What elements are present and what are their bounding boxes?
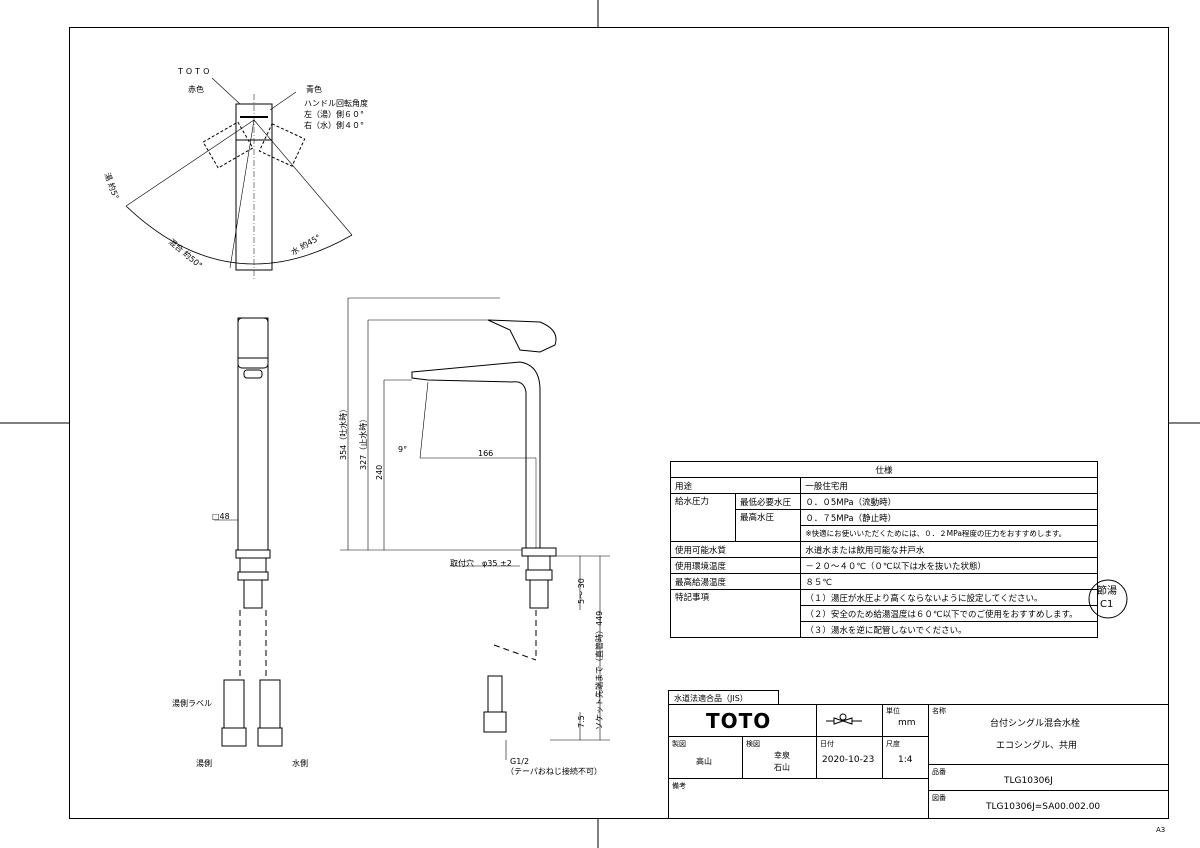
scale-value: 1:4 bbox=[898, 755, 913, 765]
dim-449: ソケット先端まで（直管時）449 bbox=[595, 610, 604, 730]
drawing-number: TLG10306J=SA00.002.00 bbox=[986, 802, 1101, 812]
spec-value: 水道水または飲用可能な井戸水 bbox=[800, 541, 1098, 558]
checked-label: 検図 bbox=[746, 740, 760, 748]
checked-by-1: 幸泉 bbox=[774, 751, 790, 760]
spec-title: 仕様 bbox=[670, 461, 1098, 478]
spec-value: ※快適にお使いいただくためには、０．２MPa程度の圧力をおすすめします。 bbox=[800, 525, 1098, 542]
unit-label: 単位 bbox=[886, 707, 900, 715]
red-label: 赤色 bbox=[188, 85, 204, 94]
dim-327: 327（止水時） bbox=[359, 414, 368, 470]
part-number: TLG10306J bbox=[1004, 776, 1053, 786]
mount-hole: 取付穴 φ35 ±2 bbox=[450, 559, 512, 568]
square-size: □48 bbox=[212, 512, 230, 521]
dim-240: 240 bbox=[375, 464, 384, 480]
scale-label: 尺度 bbox=[886, 740, 900, 748]
rotation-left: 左（湯）側６０° bbox=[304, 110, 364, 119]
dim-7-5: 7.5 bbox=[577, 715, 586, 728]
sheet-size: A3 bbox=[1156, 826, 1166, 834]
spec-label: 使用可能水質 bbox=[669, 541, 802, 558]
cold-side: 水側 bbox=[292, 759, 308, 768]
spec-sub: 最高水圧 bbox=[734, 509, 802, 542]
hot-label-tag: 湯側ラベル bbox=[172, 699, 212, 708]
spec-value: 一般住宅用 bbox=[800, 477, 1098, 494]
hot-side: 湯側 bbox=[196, 759, 212, 768]
date-label: 日付 bbox=[820, 740, 834, 748]
thread-size: G1/2 bbox=[510, 757, 530, 766]
spec-value: ８５℃ bbox=[800, 573, 1098, 590]
remarks-label: 備考 bbox=[672, 782, 686, 790]
setsuyu-stamp-line1: 節湯 bbox=[1097, 586, 1117, 597]
name-label: 名称 bbox=[932, 707, 946, 715]
dim-354: 354（吐水時） bbox=[339, 404, 348, 460]
blue-label: 青色 bbox=[306, 85, 322, 94]
part-label: 品番 bbox=[932, 768, 946, 776]
top-view bbox=[125, 77, 353, 280]
compliance-label: 水道法適合品（JIS） bbox=[674, 694, 748, 703]
title-block-lines bbox=[668, 690, 1169, 819]
product-name-2: エコシングル、共用 bbox=[996, 741, 1078, 751]
date-value: 2020-10-23 bbox=[822, 755, 875, 765]
spec-value: ０．７5MPa（静止時） bbox=[800, 509, 1098, 526]
spec-sub: 最低必要水圧 bbox=[734, 493, 802, 510]
spec-value: ０．０5MPa（流動時） bbox=[800, 493, 1098, 510]
spec-value: －２０～４０℃（０℃以下は水を抜いた状態） bbox=[800, 557, 1098, 574]
thread-note: （テーパおねじ接続不可） bbox=[506, 767, 602, 776]
spec-value: （１）湯圧が水圧より高くならないように設定してください。 bbox=[800, 589, 1098, 606]
spec-label: 最高給湯温度 bbox=[669, 573, 802, 590]
dim-166: 166 bbox=[478, 449, 494, 458]
spec-value: （２）安全のため給湯温度は６０℃以下でのご使用をおすすめします。 bbox=[800, 605, 1098, 622]
drawn-label: 製図 bbox=[672, 740, 686, 748]
drawing-frame bbox=[69, 27, 1169, 819]
side-view bbox=[340, 297, 610, 760]
toto-logo: TOTO bbox=[706, 709, 772, 733]
drawing-label: 図番 bbox=[932, 794, 946, 802]
spec-label: 使用環境温度 bbox=[669, 557, 802, 574]
spec-value: （３）湯水を逆に配管しないでください。 bbox=[800, 621, 1098, 638]
unit-value: mm bbox=[898, 718, 916, 728]
spec-label: 特記事項 bbox=[669, 589, 802, 638]
top-view-brand: TOTO bbox=[178, 67, 213, 76]
angle-9: 9° bbox=[398, 445, 408, 454]
rotation-right: 右（水）側４０° bbox=[304, 121, 364, 130]
spec-label: 給水圧力 bbox=[670, 493, 736, 542]
front-view bbox=[214, 317, 283, 747]
spec-label: 用途 bbox=[669, 477, 802, 494]
setsuyu-stamp-line2: C1 bbox=[1100, 599, 1114, 610]
product-name-1: 台付シングル混合水栓 bbox=[990, 719, 1081, 729]
checked-by-2: 石山 bbox=[774, 763, 790, 772]
dim-5-30: 5～ 30 bbox=[577, 578, 586, 604]
rotation-title: ハンドル回転角度 bbox=[304, 99, 368, 108]
drawn-by: 高山 bbox=[696, 757, 712, 766]
